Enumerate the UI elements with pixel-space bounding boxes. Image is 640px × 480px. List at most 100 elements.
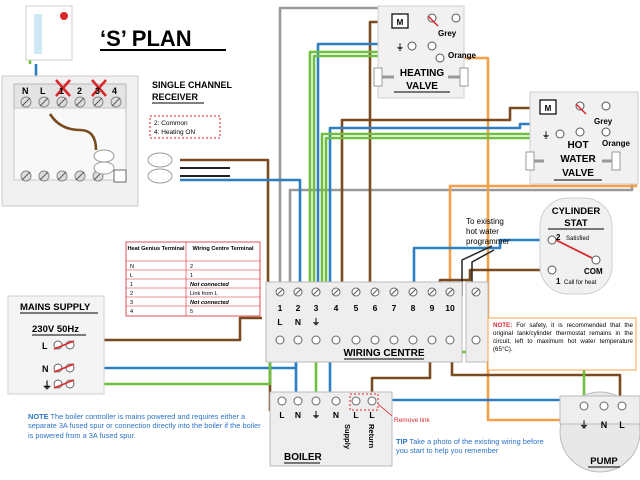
hw-valve-grey: Grey <box>594 117 613 126</box>
table-cell: L <box>130 273 133 279</box>
wire-green-heat-earth <box>308 50 404 296</box>
hot-water-valve <box>525 91 639 185</box>
heating-valve-label-2: VALVE <box>406 81 438 92</box>
cylinder-stat-com: COM <box>584 267 603 276</box>
wc-terminal-4: 4 <box>334 303 339 313</box>
safety-note: NOTE: For safety, it is recommended that… <box>493 322 633 354</box>
to-existing-2: hot water <box>466 227 499 236</box>
boiler-return-label: Return <box>367 424 376 449</box>
mapping-table <box>125 241 261 317</box>
wire-brown-receiver-l <box>180 158 270 290</box>
receiver-terminal-l: L <box>40 86 46 96</box>
table-header-heat-genius: Heat Genius Terminal <box>127 246 185 252</box>
table-cell: 3 <box>130 300 133 306</box>
to-existing-3: programmer <box>466 237 510 246</box>
boiler-terminal-l: L <box>279 410 284 420</box>
hw-valve-label-3: VALVE <box>562 168 594 179</box>
hw-valve-motor-label: M <box>545 104 552 113</box>
wire-blue-stat <box>412 238 548 296</box>
table-cell: Not connected <box>190 300 229 306</box>
heating-valve-label-1: HEATING <box>400 68 444 79</box>
table-cell: 4 <box>130 309 133 315</box>
boiler-note: NOTE The boiler controller is mains powe… <box>28 412 264 440</box>
table-cell: N <box>130 264 134 270</box>
boiler-terminal-n: N <box>295 410 301 420</box>
cable-gland-icon <box>93 149 173 184</box>
tip-prefix: TIP <box>396 437 408 446</box>
wiring-centre <box>265 281 489 363</box>
mains-supply-box <box>7 295 105 395</box>
tip-text: Take a photo of the existing wiring befo… <box>396 437 544 456</box>
hw-valve-label-1: HOT <box>567 140 588 151</box>
earth-icon: ⏚ <box>396 43 404 52</box>
wc-terminal-6: 6 <box>373 303 378 313</box>
mains-terminal-n: N <box>42 364 49 374</box>
cylinder-stat <box>539 197 613 295</box>
heating-valve-orange: Orange <box>448 51 477 60</box>
wc-terminal-7: 7 <box>392 303 397 313</box>
safety-note-box <box>487 317 637 371</box>
safety-note-text: For safety, it is recommended that the o… <box>493 322 633 353</box>
wire-green-hw-earth-2 <box>324 136 546 296</box>
boiler-terminal-supply-l: L <box>353 410 358 420</box>
table-cell: 5 <box>190 309 193 315</box>
wire-green-heat-earth-2 <box>312 54 404 296</box>
cylinder-stat-t1: 1 <box>556 277 561 286</box>
boiler-terminal-return-l: L <box>369 410 374 420</box>
wire-blue-hw <box>328 122 546 296</box>
wire-green-hw-earth <box>320 132 546 296</box>
receiver-terminal-n: N <box>22 86 29 96</box>
wire-blue-heat <box>316 42 402 296</box>
table-cell: 2 <box>190 264 193 270</box>
cylinder-stat-title-1: CYLINDER <box>552 206 601 217</box>
wiring-centre-label: WIRING CENTRE <box>343 348 424 359</box>
cylinder-stat-t1-label: Call for heat <box>564 280 597 286</box>
wc-earth-icon: ⏚ <box>312 317 321 327</box>
tip-note: TIP Take a photo of the existing wiring … <box>396 437 552 456</box>
earth-icon: ⏚ <box>542 131 550 140</box>
cylinder-stat-t2-label: Satisfied <box>566 236 589 242</box>
pump-terminal-l: L <box>619 420 625 430</box>
pump-terminal-n: N <box>601 420 608 430</box>
wc-terminal-5: 5 <box>354 303 359 313</box>
heating-valve-motor-label: M <box>397 18 404 27</box>
safety-note-prefix: NOTE: <box>493 322 513 329</box>
wc-terminal-3: 3 <box>314 303 319 313</box>
pump-earth-icon: ⏚ <box>579 420 588 430</box>
receiver-legend-2: 4: Heating ON <box>154 129 195 136</box>
boiler-note-prefix: NOTE <box>28 412 49 421</box>
receiver-terminal-3: 3 <box>95 86 100 96</box>
table-cell: Link from L <box>190 291 218 297</box>
cylinder-stat-title-2: STAT <box>564 218 588 229</box>
wc-terminal-8: 8 <box>411 303 416 313</box>
heating-valve-grey: Grey <box>438 29 457 38</box>
boiler-earth-icon: ⏚ <box>312 410 321 420</box>
wc-terminal-2: 2 <box>296 303 301 313</box>
remove-link-label: Remove link <box>394 417 431 424</box>
table-cell: 2 <box>130 291 133 297</box>
table-cell: Not connected <box>190 282 229 288</box>
receiver-title-2: RECEIVER <box>152 92 199 102</box>
mains-title: MAINS SUPPLY <box>20 302 91 313</box>
boiler <box>269 391 393 467</box>
receiver-terminal-2: 2 <box>77 86 82 96</box>
wc-terminal-1: 1 <box>278 303 283 313</box>
wc-sub-l: L <box>277 317 282 327</box>
unused-terminal-cross-icon <box>55 79 107 97</box>
receiver-title-1: SINGLE CHANNEL <box>152 80 233 90</box>
table-cell: 1 <box>190 273 193 279</box>
wire-brown-hw-m <box>340 106 546 296</box>
receiver-terminal-1: 1 <box>59 86 64 96</box>
receiver-legend-1: 2: Common <box>154 120 188 127</box>
hw-valve-label-2: WATER <box>560 154 596 165</box>
pump <box>559 391 640 473</box>
mains-terminal-l: L <box>42 341 48 351</box>
mains-voltage: 230V 50Hz <box>32 324 79 335</box>
mains-earth-icon: ⏚ <box>42 380 52 392</box>
receiver-terminal-4: 4 <box>112 86 117 96</box>
wc-terminal-10: 10 <box>445 303 455 313</box>
table-header-wiring-centre: Wiring Centre Terminal <box>192 246 254 252</box>
to-existing-1: To existing <box>466 217 504 226</box>
pump-label: PUMP <box>590 456 618 467</box>
